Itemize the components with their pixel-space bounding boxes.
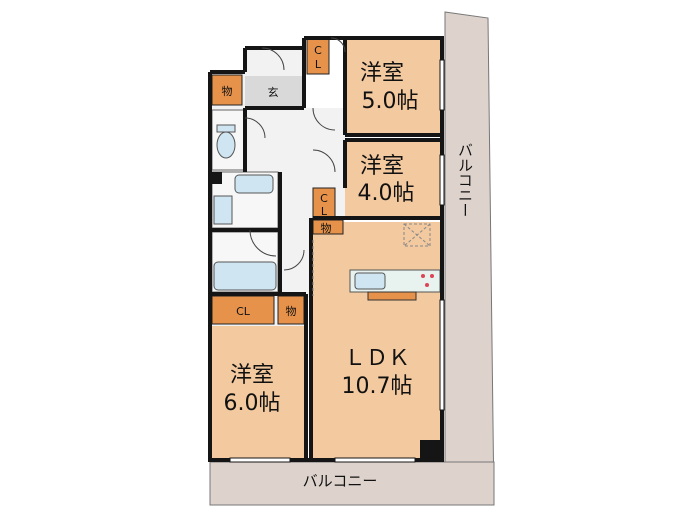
pillar — [420, 440, 442, 460]
pillar — [210, 172, 222, 184]
closet-mid-c: C — [320, 192, 328, 205]
ldk-name: ＬＤＫ — [344, 346, 410, 371]
kitchen-shelf — [367, 291, 417, 301]
storage-bedroom6-label: 物 — [286, 304, 297, 318]
toilet-tank — [216, 124, 236, 133]
washing-machine — [213, 195, 233, 225]
closet-bedroom6-label: CL — [236, 305, 251, 318]
stove-burner — [430, 274, 434, 278]
bedroom-4-size: 4.0帖 — [358, 181, 415, 206]
storage-entrance — [211, 74, 243, 106]
kitchen-sink — [354, 272, 386, 290]
walls — [208, 36, 444, 462]
balcony-bottom-label: バルコニー — [303, 472, 378, 490]
closet-mid-l: L — [321, 205, 328, 218]
toilet-bowl — [216, 131, 236, 159]
closet-top-l: L — [315, 58, 322, 71]
washbasin — [234, 174, 274, 194]
storage-mid-label: 物 — [321, 221, 332, 235]
genkan-area — [245, 76, 303, 108]
balcony-right — [444, 11, 495, 506]
stove-burner — [421, 274, 425, 278]
windows — [229, 59, 445, 463]
ldk-size: 10.7帖 — [342, 374, 413, 399]
bedroom-5-room — [345, 38, 442, 133]
ldk-room — [313, 222, 442, 458]
bedroom-6-room — [212, 326, 306, 458]
bedroom-5-size: 5.0帖 — [362, 89, 419, 114]
doors — [244, 37, 346, 271]
balcony-bottom — [209, 461, 495, 506]
bedroom-5-name: 洋室 — [360, 61, 404, 86]
closet-top-c: C — [314, 44, 322, 57]
storage-entrance-label: 物 — [222, 84, 233, 98]
bedroom-4-name: 洋室 — [360, 154, 404, 179]
bathtub — [213, 261, 277, 291]
storage-bedroom6 — [277, 295, 305, 325]
fridge-space-cross — [403, 223, 431, 247]
genkan-label: 玄 — [268, 85, 279, 99]
fridge-space — [403, 223, 431, 247]
stove-burner — [425, 283, 429, 287]
bedroom-6-name: 洋室 — [230, 363, 274, 388]
balcony-right-label: バルコニー — [456, 143, 474, 218]
bedroom-4-room — [345, 140, 442, 220]
bedroom-6-size: 6.0帖 — [224, 391, 281, 416]
